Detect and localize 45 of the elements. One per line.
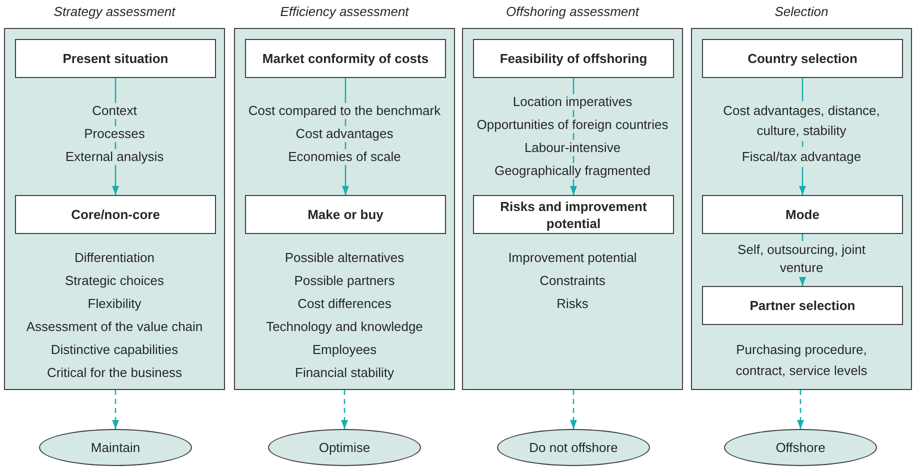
criterion-text: Labour-intensive bbox=[523, 140, 622, 156]
arrow bbox=[342, 78, 349, 195]
outcome-ellipse: Optimise bbox=[268, 429, 421, 466]
criterion-text: Fiscal/tax advantage bbox=[740, 147, 862, 167]
column-heading: Efficiency assessment bbox=[280, 4, 409, 20]
criterion-text: Cost advantages bbox=[294, 126, 394, 142]
criterion-text: Cost compared to the benchmark bbox=[247, 103, 442, 119]
criterion-text: Flexibility bbox=[86, 296, 142, 312]
criterion-text: Context bbox=[91, 103, 138, 119]
criterion-text: Technology and knowledge bbox=[265, 319, 424, 335]
outcome-ellipse: Maintain bbox=[39, 429, 192, 466]
column-heading: Selection bbox=[774, 4, 828, 20]
dashed-arrow bbox=[112, 390, 119, 429]
outcome-ellipse: Do not offshore bbox=[497, 429, 650, 466]
criterion-text: Possible partners bbox=[293, 273, 396, 289]
arrow bbox=[799, 78, 806, 195]
step-box: Make or buy bbox=[245, 195, 446, 234]
arrow bbox=[112, 78, 119, 195]
criterion-text: Distinctive capabilities bbox=[50, 342, 180, 358]
criterion-text: Strategic choices bbox=[64, 273, 165, 289]
step-box: Country selection bbox=[702, 39, 903, 78]
step-box: Risks and improvement potential bbox=[473, 195, 674, 234]
step-box: Mode bbox=[702, 195, 903, 234]
criterion-text: Location imperatives bbox=[512, 94, 634, 110]
criterion-text: Opportunities of foreign countries bbox=[476, 117, 670, 133]
step-box: Core/non-core bbox=[15, 195, 216, 234]
column-heading: Strategy assessment bbox=[54, 4, 176, 20]
step-box: Partner selection bbox=[702, 286, 903, 325]
dashed-arrow bbox=[797, 390, 804, 429]
column-heading: Offshoring assessment bbox=[506, 4, 639, 20]
criterion-text: Processes bbox=[83, 126, 146, 142]
outcome-ellipse: Offshore bbox=[724, 429, 877, 466]
arrow bbox=[799, 234, 806, 286]
step-box: Market conformity of costs bbox=[245, 39, 446, 78]
criterion-text: Financial stability bbox=[294, 365, 395, 381]
step-box: Present situation bbox=[15, 39, 216, 78]
criterion-text: Improvement potential bbox=[507, 250, 638, 266]
criterion-text: Employees bbox=[311, 342, 378, 358]
criterion-text: External analysis bbox=[64, 149, 165, 165]
criterion-text: Economies of scale bbox=[287, 149, 402, 165]
dashed-arrow bbox=[570, 390, 577, 429]
dashed-arrow bbox=[341, 390, 348, 429]
step-box: Feasibility of offshoring bbox=[473, 39, 674, 78]
arrow bbox=[570, 78, 577, 195]
criterion-text: Geographically fragmented bbox=[493, 163, 652, 179]
